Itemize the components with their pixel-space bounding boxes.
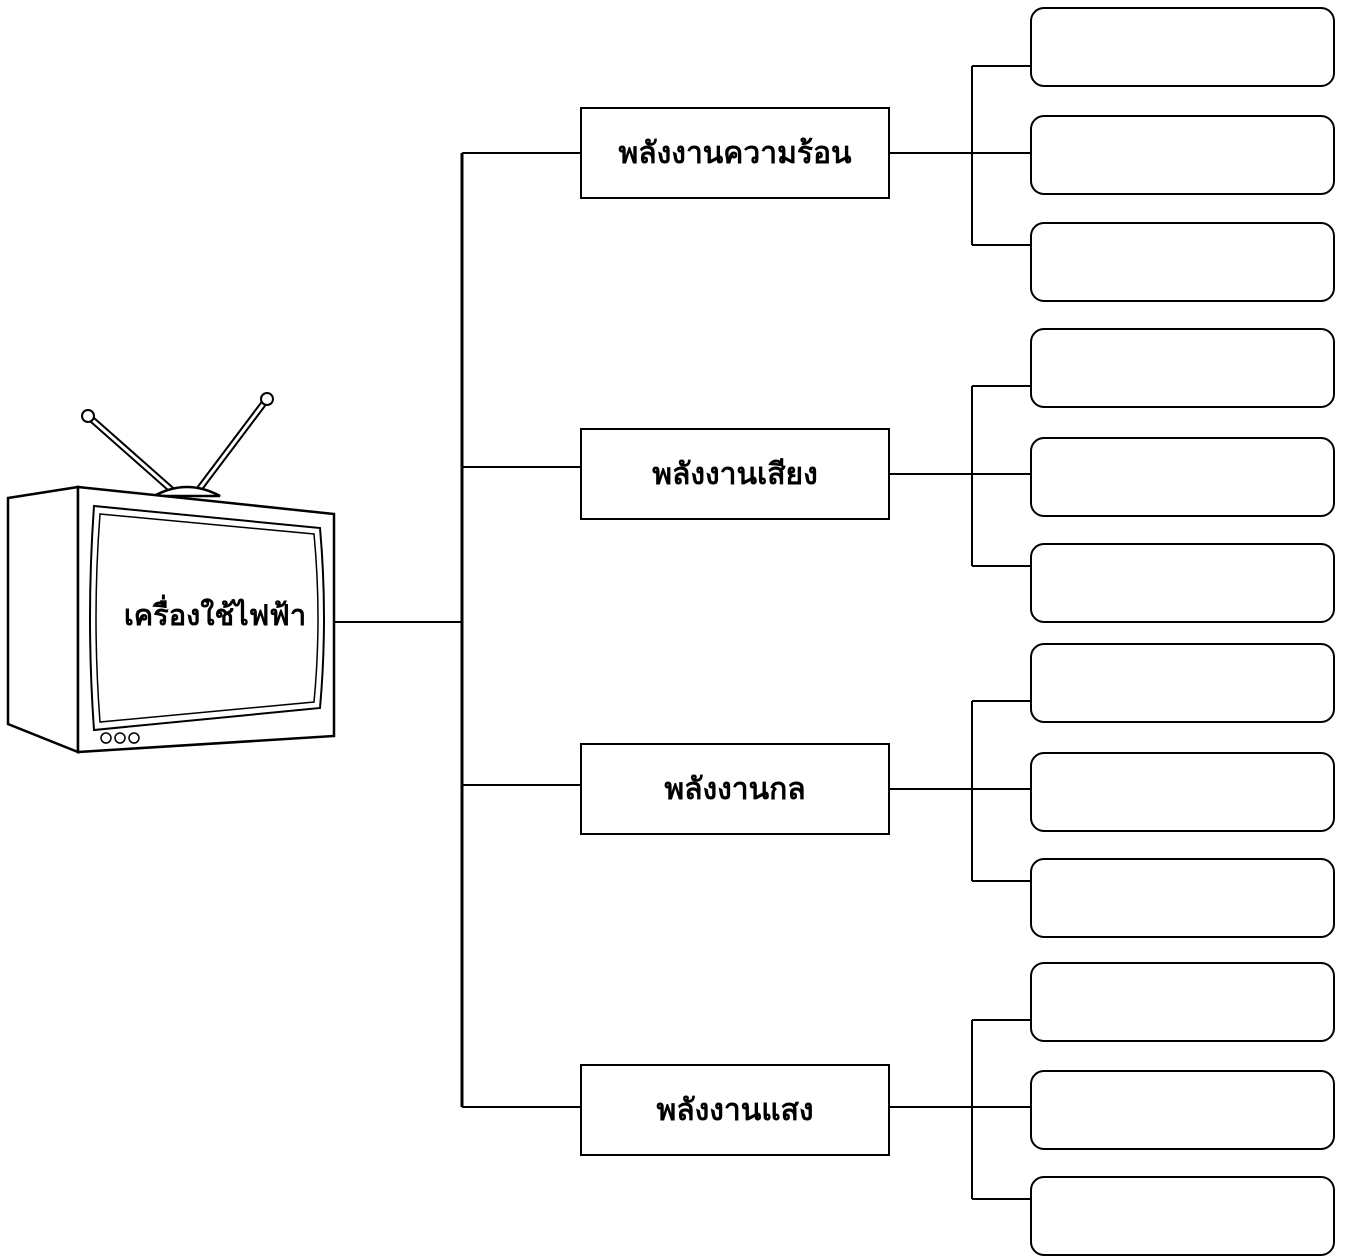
television-icon [6,392,336,754]
category-label-light: พลังงานแสง [656,1092,814,1128]
category-label-mechanical: พลังงานกล [664,771,806,807]
category-label-heat: พลังงานความร้อน [618,135,852,171]
root-label: เครื่องใช้ไฟฟ้า [123,598,307,632]
category-box-light: พลังงานแสง [580,1064,890,1156]
answer-box-light-1[interactable] [1030,962,1335,1042]
category-box-mechanical: พลังงานกล [580,743,890,835]
answer-box-heat-3[interactable] [1030,222,1335,302]
answer-box-light-2[interactable] [1030,1070,1335,1150]
answer-box-light-3[interactable] [1030,1176,1335,1256]
category-label-sound: พลังงานเสียง [652,456,818,492]
category-box-sound: พลังงานเสียง [580,428,890,520]
category-box-heat: พลังงานความร้อน [580,107,890,199]
answer-box-mechanical-2[interactable] [1030,752,1335,832]
answer-box-heat-1[interactable] [1030,7,1335,87]
answer-box-sound-1[interactable] [1030,328,1335,408]
answer-box-sound-2[interactable] [1030,437,1335,517]
answer-box-heat-2[interactable] [1030,115,1335,195]
answer-box-sound-3[interactable] [1030,543,1335,623]
answer-box-mechanical-1[interactable] [1030,643,1335,723]
answer-box-mechanical-3[interactable] [1030,858,1335,938]
